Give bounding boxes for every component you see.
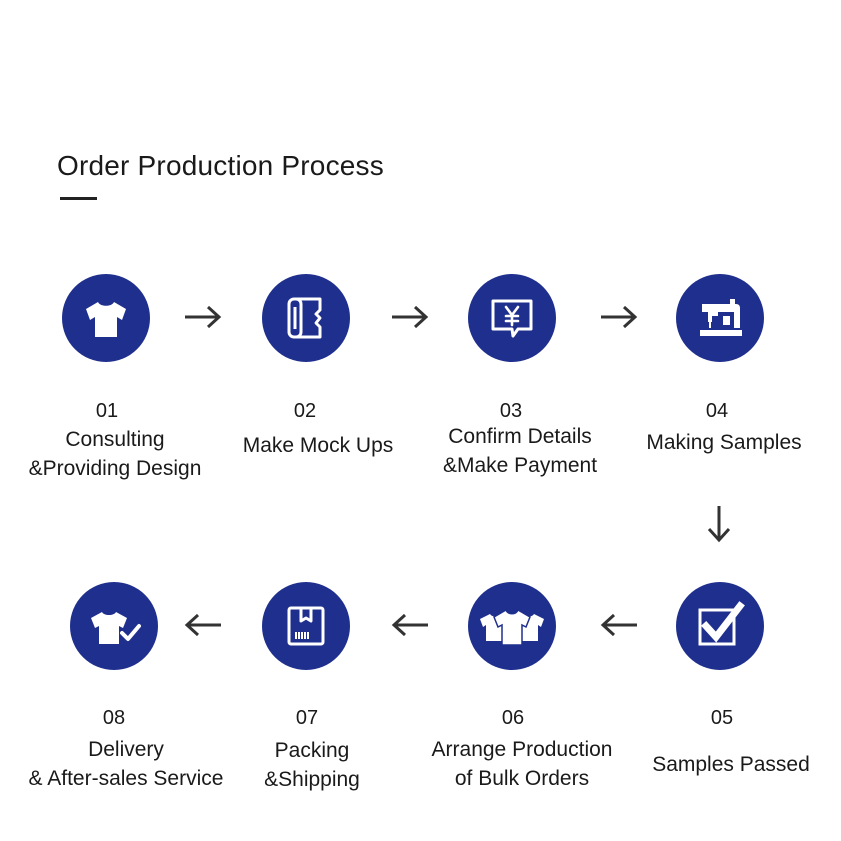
step-07-number: 07 — [295, 707, 319, 729]
step-02-label-line1: Make Mock Ups — [242, 434, 394, 457]
fabric-roll-icon — [287, 297, 322, 339]
checkbox-icon — [698, 601, 745, 646]
step-08-number: 08 — [102, 707, 126, 729]
step-02-circle — [262, 274, 350, 362]
step-07-label: Packing &Shipping — [264, 736, 360, 794]
step-08-circle — [70, 582, 158, 670]
title-underline — [60, 197, 97, 200]
step-06-circle — [468, 582, 556, 670]
step-02-label: Make Mock Ups — [243, 431, 394, 460]
step-06-label: Arrange Production of Bulk Orders — [432, 735, 613, 793]
step-04-label: Making Samples — [646, 428, 801, 457]
arrow-left-icon — [184, 613, 221, 637]
step-03-label: Confirm Details &Make Payment — [443, 422, 597, 480]
sewing-machine-icon — [700, 299, 742, 336]
step-05-label: Samples Passed — [652, 750, 810, 779]
package-box-icon — [287, 606, 325, 646]
step-08-label: Delivery & After-sales Service — [29, 735, 224, 793]
arrow-down-icon — [707, 506, 731, 543]
arrow-right-icon — [392, 305, 429, 329]
step-08-label-line1: Delivery — [88, 738, 164, 761]
step-03-label-line2: &Make Payment — [442, 454, 598, 477]
tshirt-group-icon — [480, 608, 544, 646]
step-04-circle — [676, 274, 764, 362]
step-03-circle — [468, 274, 556, 362]
step-06-label-line1: Arrange Production — [431, 738, 613, 761]
step-08-label-line2: & After-sales Service — [28, 767, 224, 790]
step-02-number: 02 — [293, 400, 317, 422]
step-01-label: Consulting &Providing Design — [29, 425, 202, 483]
tshirt-icon — [86, 302, 126, 337]
arrow-right-icon — [601, 305, 638, 329]
step-01-label-line2: &Providing Design — [28, 457, 202, 480]
step-07-label-line2: &Shipping — [264, 768, 360, 791]
step-01-number: 01 — [95, 400, 119, 422]
arrow-left-icon — [391, 613, 428, 637]
page-title: Order Production Process — [57, 150, 384, 181]
step-03-number: 03 — [499, 400, 523, 422]
step-07-circle — [262, 582, 350, 670]
step-05-label-line1: Samples Passed — [652, 753, 810, 776]
step-05-circle — [676, 582, 764, 670]
step-05-number: 05 — [710, 707, 734, 729]
step-01-circle — [62, 274, 150, 362]
step-07-label-line1: Packing — [274, 739, 350, 762]
step-04-label-line1: Making Samples — [646, 431, 802, 454]
step-06-label-line2: of Bulk Orders — [454, 767, 590, 790]
step-04-number: 04 — [705, 400, 729, 422]
arrow-left-icon — [600, 613, 637, 637]
step-06-number: 06 — [501, 707, 525, 729]
yen-invoice-icon — [491, 299, 533, 338]
step-03-label-line1: Confirm Details — [448, 425, 592, 448]
arrow-right-icon — [185, 305, 222, 329]
step-01-label-line1: Consulting — [65, 428, 165, 451]
tshirt-check-icon — [91, 612, 141, 644]
